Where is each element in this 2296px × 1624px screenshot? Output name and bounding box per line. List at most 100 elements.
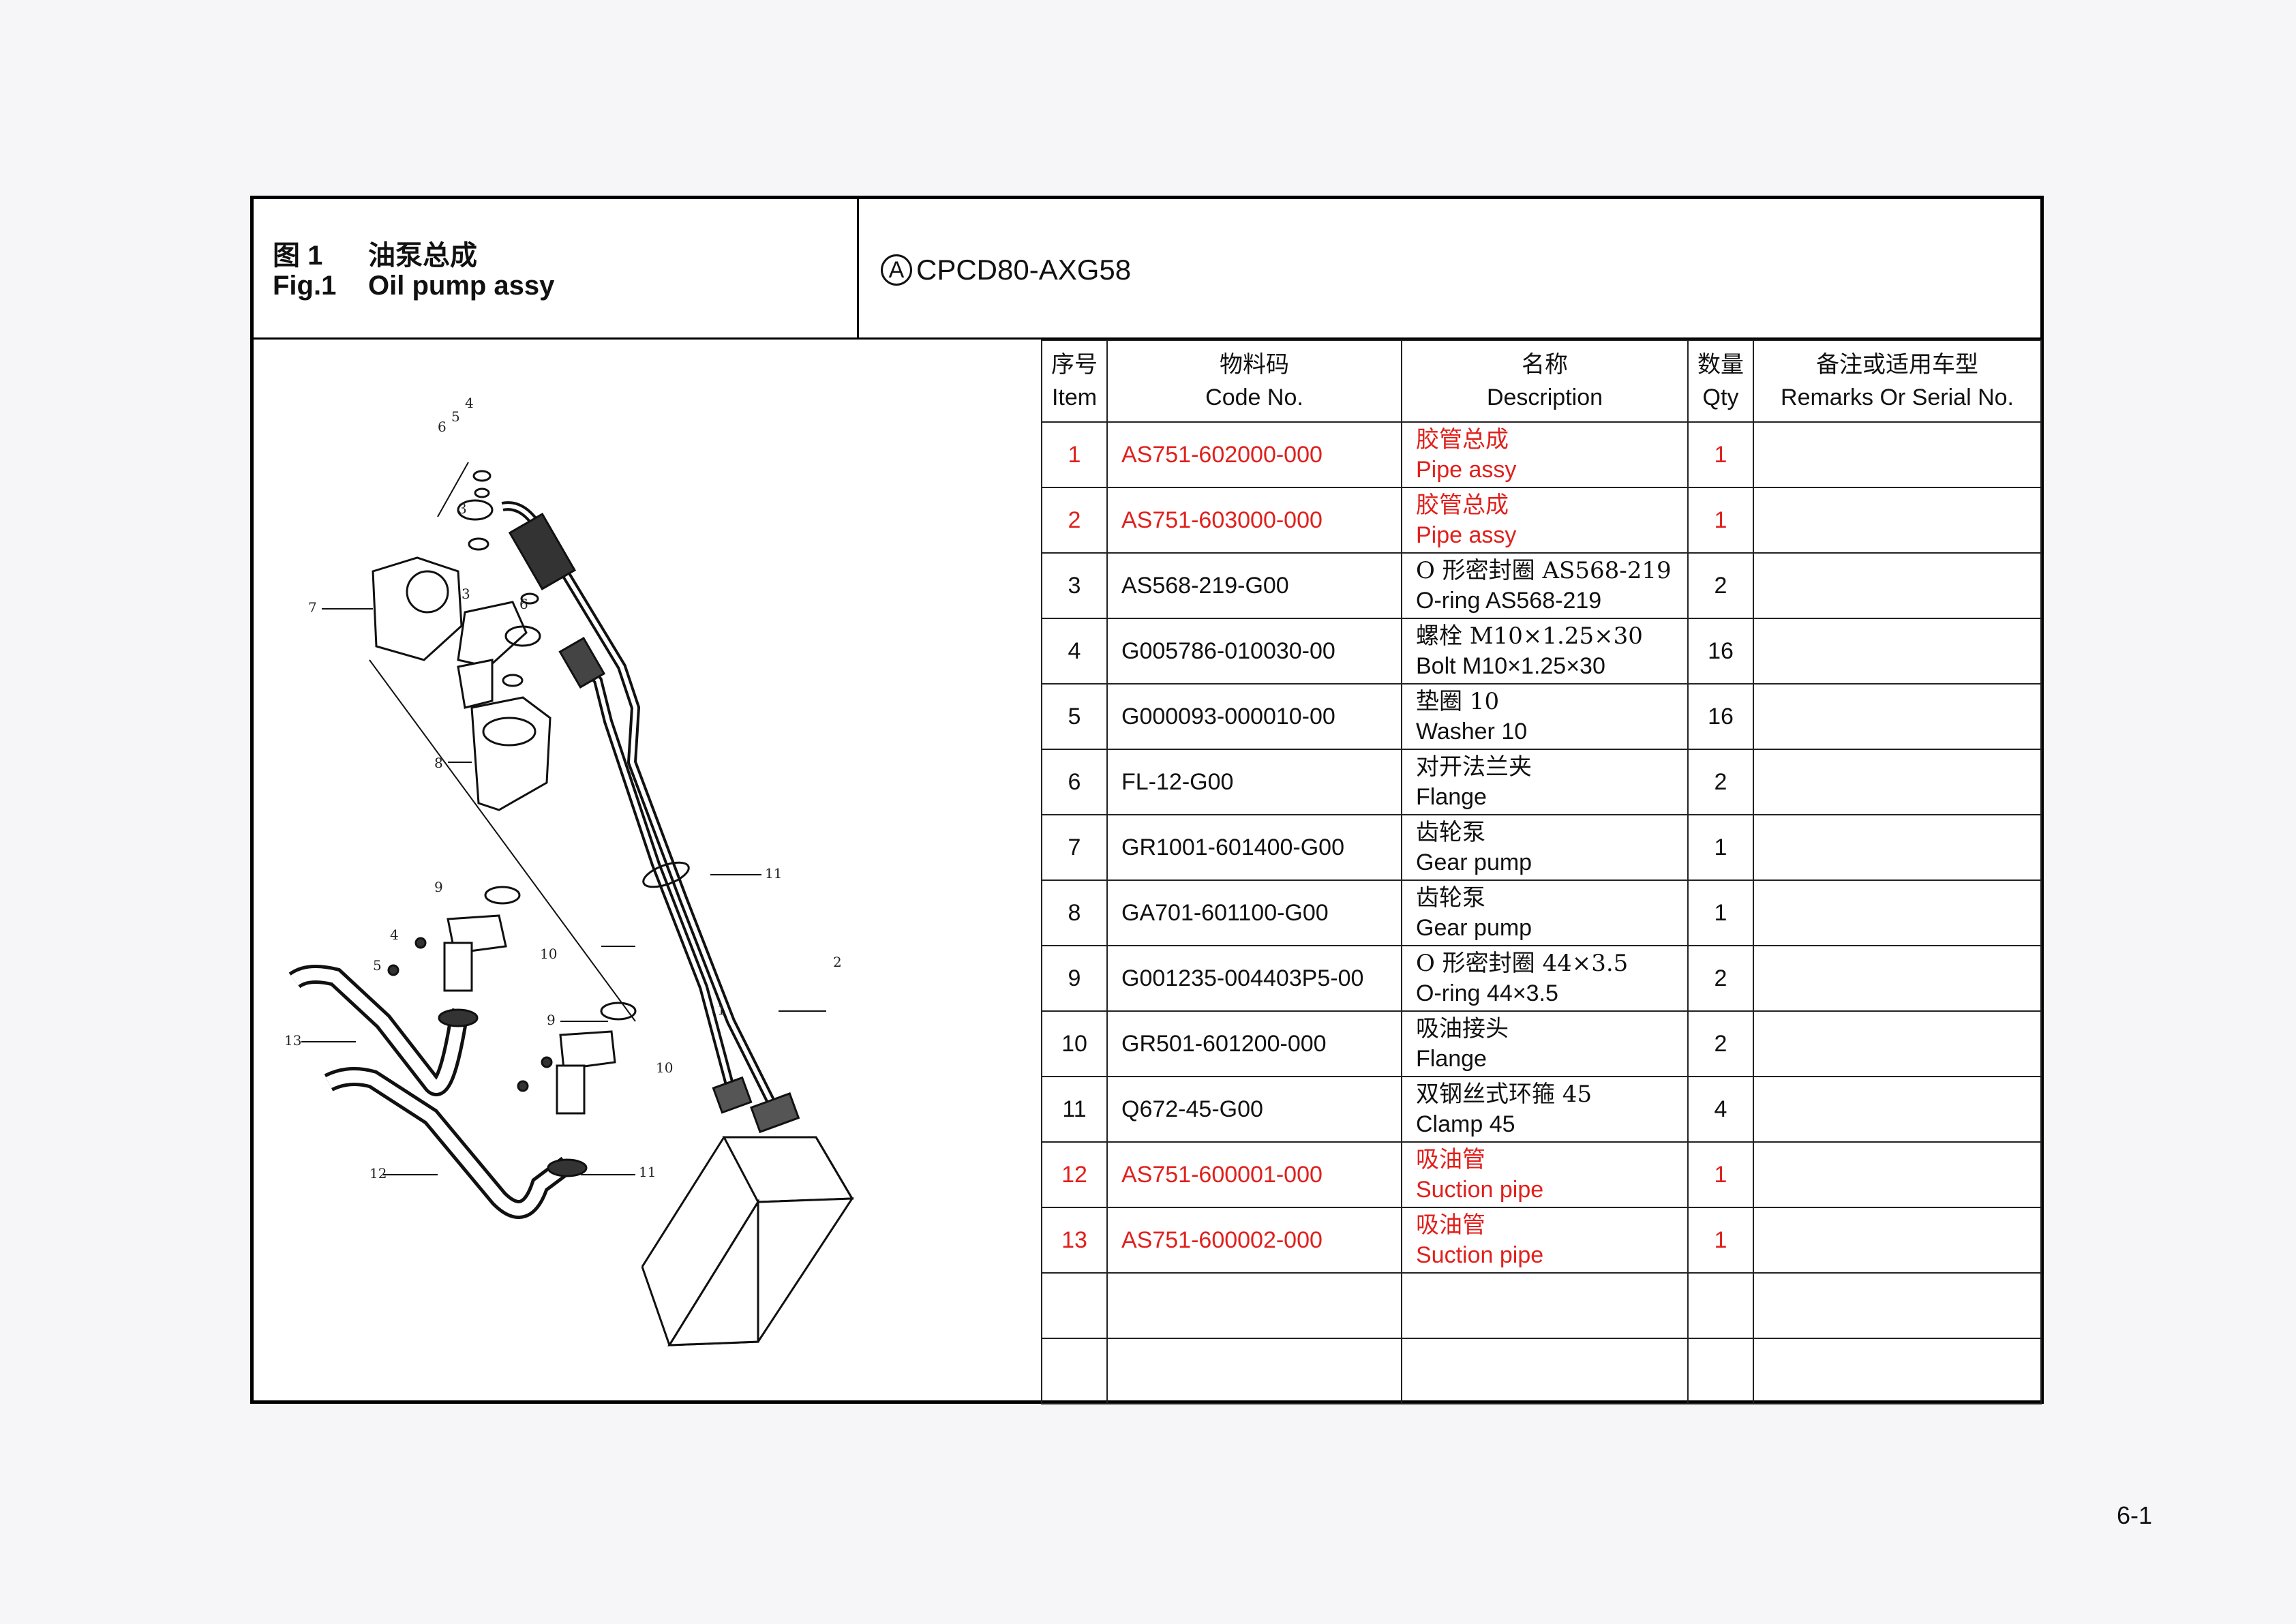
callout-13: 13	[284, 1032, 301, 1049]
callout-8: 8	[434, 755, 443, 771]
figure-title-en: Fig.1 Oil pump assy	[273, 271, 554, 301]
table-row	[1041, 1338, 2042, 1404]
callout-6: 6	[438, 419, 447, 435]
callout-3: 3	[458, 500, 467, 517]
cell-remarks	[1753, 552, 2042, 619]
cell-item: 13	[1041, 1207, 1108, 1274]
description-en: Suction pipe	[1416, 1242, 1544, 1268]
table-row	[1041, 1272, 2042, 1339]
callout-11: 11	[765, 865, 782, 882]
cell-qty: 1	[1687, 1207, 1754, 1274]
callout-7: 7	[308, 599, 317, 616]
description-cn: 胶管总成	[1416, 492, 1509, 519]
page-number: 6-1	[2117, 1501, 2153, 1529]
cell-code: AS751-603000-000	[1106, 487, 1402, 554]
cell-description: 双钢丝式环箍 45 Clamp 45	[1401, 1076, 1689, 1143]
description-en: Pipe assy	[1416, 522, 1517, 548]
description-en: Gear pump	[1416, 849, 1532, 875]
description-cn: O 形密封圈 AS568-219	[1416, 557, 1672, 584]
cell-code: GR501-601200-000	[1106, 1010, 1402, 1077]
oil-tank-illustration	[641, 1136, 854, 1347]
callout-11b: 11	[639, 1164, 656, 1180]
description-cn: O 形密封圈 44×3.5	[1416, 950, 1629, 977]
description-en: O-ring AS568-219	[1416, 588, 1602, 614]
cell-qty: 2	[1687, 1010, 1754, 1077]
figure-name-en: Oil pump assy	[368, 271, 555, 301]
model-code: CPCD80-AXG58	[916, 254, 1132, 286]
hose-pipe-illustration	[501, 501, 800, 1134]
description-en: Bolt M10×1.25×30	[1416, 653, 1605, 679]
cell-remarks	[1753, 945, 2042, 1012]
cell-item: 4	[1041, 618, 1108, 685]
description-en: Clamp 45	[1416, 1111, 1515, 1137]
callout-6b: 6	[519, 596, 528, 612]
figure-name-cn: 油泵总成	[368, 241, 477, 271]
description-en: Pipe assy	[1416, 457, 1517, 483]
cell-code: AS751-600002-000	[1106, 1207, 1402, 1274]
cell-remarks	[1753, 1207, 2042, 1274]
cell-code	[1106, 1338, 1402, 1404]
description-cn: 吸油管	[1416, 1212, 1485, 1239]
description-cn: 螺栓 M10×1.25×30	[1416, 622, 1643, 650]
description-cn: 齿轮泵	[1416, 819, 1485, 846]
cell-remarks	[1753, 749, 2042, 815]
cell-remarks	[1753, 1010, 2042, 1077]
callout-12: 12	[369, 1165, 387, 1182]
cell-remarks	[1753, 814, 2042, 881]
cell-code: GR1001-601400-G00	[1106, 814, 1402, 881]
description-en: Gear pump	[1416, 915, 1532, 941]
cell-item: 6	[1041, 749, 1108, 815]
exploded-view-drawing: 7 8 9 9 10 10 11 11 12 13 1 2 3 3 4 4 5 …	[254, 340, 1041, 1403]
callout-5: 5	[451, 408, 460, 425]
cell-code: GA701-601100-G00	[1106, 879, 1402, 946]
description-cn: 双钢丝式环箍 45	[1416, 1081, 1592, 1108]
cell-description: 吸油管 Suction pipe	[1401, 1141, 1689, 1208]
model-label: A CPCD80-AXG58	[881, 254, 1131, 286]
gear-pump-illustration	[372, 556, 552, 811]
cell-remarks	[1753, 1141, 2042, 1208]
description-cn: 吸油管	[1416, 1146, 1485, 1173]
callout-9b: 9	[547, 1012, 556, 1028]
circled-a-icon: A	[881, 254, 912, 286]
suction-pipe-illustration	[288, 965, 588, 1219]
cell-item: 12	[1041, 1141, 1108, 1208]
figure-number-en: Fig.1	[273, 271, 337, 301]
cell-remarks	[1753, 879, 2042, 946]
cell-remarks	[1753, 618, 2042, 685]
cell-item: 11	[1041, 1076, 1108, 1143]
callout-9: 9	[434, 879, 443, 895]
description-en: Suction pipe	[1416, 1177, 1544, 1203]
callout-3b: 3	[462, 586, 470, 602]
cell-description	[1401, 1272, 1689, 1339]
cell-code: AS751-600001-000	[1106, 1141, 1402, 1208]
cell-item: 8	[1041, 879, 1108, 946]
cell-code: Q672-45-G00	[1106, 1076, 1402, 1143]
cell-qty: 1	[1687, 879, 1754, 946]
callout-5b: 5	[373, 957, 382, 974]
cell-item: 10	[1041, 1010, 1108, 1077]
cell-qty: 16	[1687, 683, 1754, 750]
description-en: O-ring 44×3.5	[1416, 980, 1558, 1006]
cell-item: 5	[1041, 683, 1108, 750]
description-en: Flange	[1416, 784, 1487, 810]
